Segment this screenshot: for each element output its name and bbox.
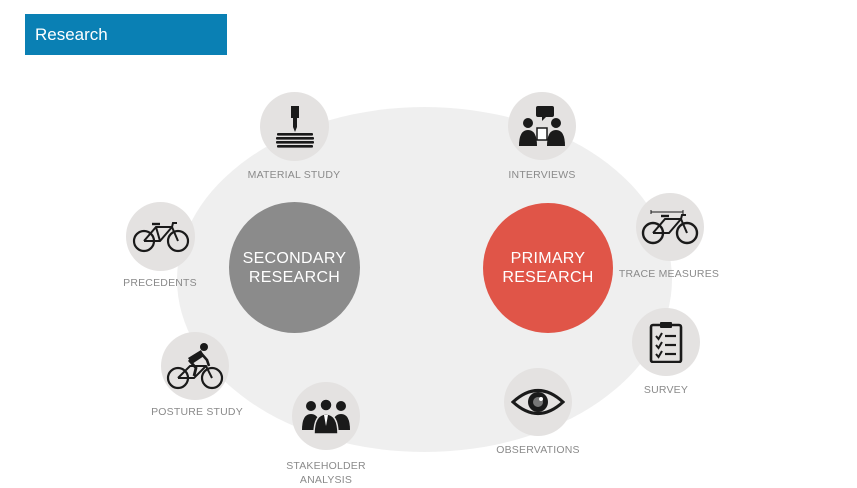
3d-printer-icon bbox=[275, 105, 314, 148]
primary-hub-line2: RESEARCH bbox=[502, 269, 594, 286]
observations-label: OBSERVATIONS bbox=[496, 444, 580, 456]
people-group-icon bbox=[302, 398, 350, 435]
secondary-hub-line1: SECONDARY bbox=[242, 249, 347, 267]
stakeholder-label-line1: STAKEHOLDER bbox=[286, 460, 366, 472]
bicycle-icon bbox=[132, 221, 189, 252]
interviews-node bbox=[508, 92, 576, 160]
page-title: Research bbox=[35, 24, 108, 44]
trace-measures-label: TRACE MEASURES bbox=[618, 268, 720, 280]
secondary-hub-line2: RESEARCH bbox=[248, 268, 341, 286]
eye-icon bbox=[511, 389, 565, 415]
stakeholder-label-line2: ANALYSIS bbox=[299, 474, 353, 486]
stakeholder-analysis-label: STAKEHOLDER ANALYSIS bbox=[266, 459, 386, 487]
bicycle-measure-icon bbox=[641, 210, 699, 245]
clipboard-checklist-icon bbox=[649, 322, 683, 363]
observations-node bbox=[504, 368, 572, 436]
material-study-node bbox=[260, 92, 329, 161]
interviews-label: INTERVIEWS bbox=[508, 169, 576, 181]
title-bar: Research bbox=[25, 14, 227, 55]
material-study-label: MATERIAL STUDY bbox=[247, 169, 341, 181]
precedents-label: PRECEDENTS bbox=[123, 277, 197, 289]
secondary-research-hub: SECONDARY RESEARCH bbox=[229, 202, 360, 333]
survey-label: SURVEY bbox=[643, 384, 689, 396]
interview-icon bbox=[519, 106, 565, 146]
cyclist-icon bbox=[166, 343, 224, 390]
posture-study-node bbox=[161, 332, 229, 400]
survey-node bbox=[632, 308, 700, 376]
trace-measures-node bbox=[636, 193, 704, 261]
posture-study-label: POSTURE STUDY bbox=[151, 406, 243, 418]
stakeholder-analysis-node bbox=[292, 382, 360, 450]
primary-hub-line1: PRIMARY bbox=[510, 250, 586, 267]
precedents-node bbox=[126, 202, 195, 271]
primary-research-hub: PRIMARY RESEARCH bbox=[483, 203, 613, 333]
